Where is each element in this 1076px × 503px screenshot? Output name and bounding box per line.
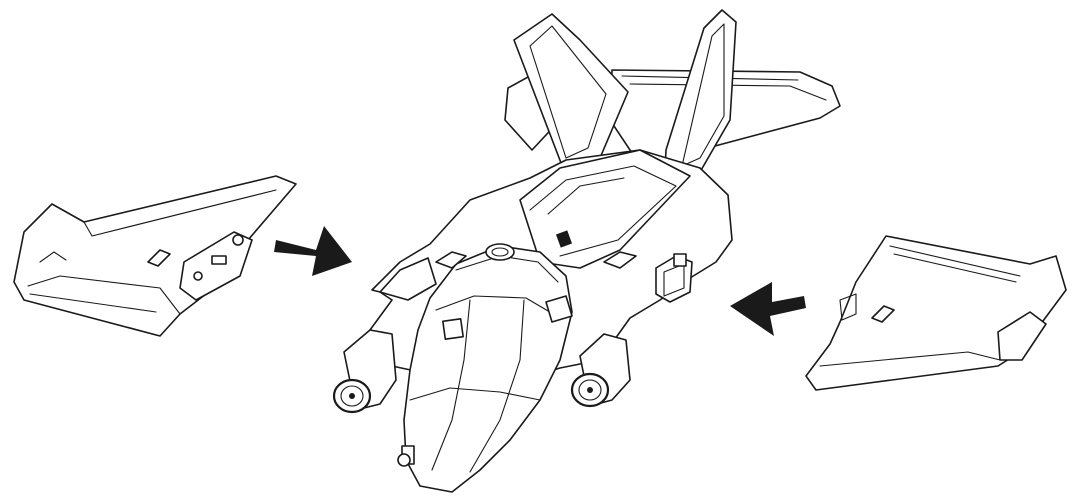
right-wing (805, 235, 1067, 391)
fuselage (369, 149, 733, 493)
right-vertical-tail (663, 9, 737, 191)
right-engine (570, 333, 631, 408)
left-wing (13, 175, 297, 337)
left-engine (332, 329, 397, 414)
arrow-right-wing-to-fuselage (730, 282, 806, 336)
left-vent (435, 251, 467, 269)
nose-probe (397, 445, 415, 467)
arrow-left-wing-to-fuselage (274, 226, 352, 276)
right-wing-root-connector (655, 253, 693, 303)
right-vent (603, 251, 637, 269)
left-wing-root (379, 257, 437, 301)
center-hatch (545, 295, 573, 323)
canopy-hatch (442, 318, 464, 340)
